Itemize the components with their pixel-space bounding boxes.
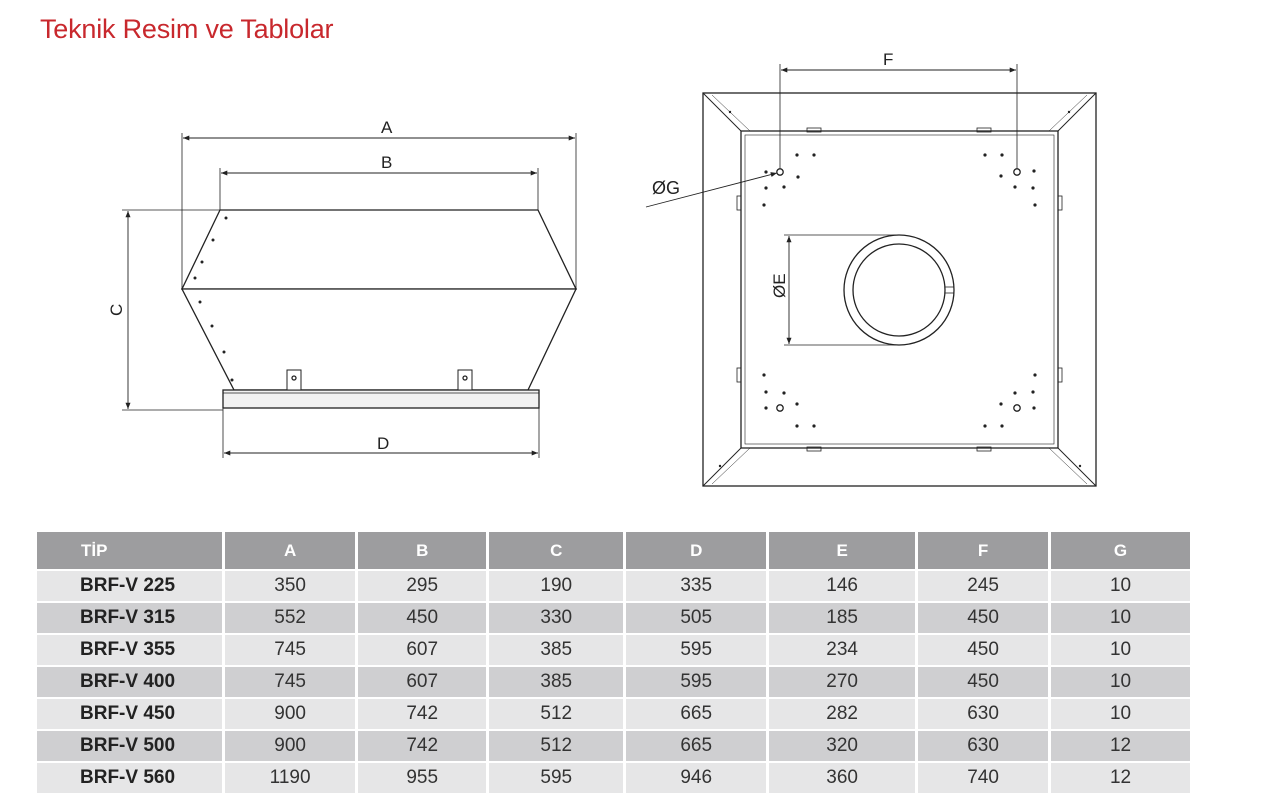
cell-e: 270 — [769, 667, 916, 697]
table-row: BRF-V 355 745 607 385 595 234 450 10 — [37, 635, 1190, 665]
header-tip: TİP — [37, 532, 223, 569]
cell-d: 665 — [626, 731, 767, 761]
cell-g: 10 — [1051, 635, 1190, 665]
table-row: BRF-V 315 552 450 330 505 185 450 10 — [37, 603, 1190, 633]
cell-tip: BRF-V 450 — [37, 699, 223, 729]
cell-e: 320 — [769, 731, 916, 761]
cell-g: 10 — [1051, 667, 1190, 697]
cell-d: 595 — [626, 667, 767, 697]
cell-e: 185 — [769, 603, 916, 633]
cell-g: 10 — [1051, 603, 1190, 633]
cell-a: 350 — [225, 571, 356, 601]
cell-e: 234 — [769, 635, 916, 665]
header-g: G — [1051, 532, 1190, 569]
header-d: D — [626, 532, 767, 569]
cell-tip: BRF-V 560 — [37, 763, 223, 793]
cell-f: 740 — [918, 763, 1049, 793]
cell-f: 450 — [918, 667, 1049, 697]
cell-b: 742 — [358, 731, 487, 761]
cell-a: 552 — [225, 603, 356, 633]
cell-d: 505 — [626, 603, 767, 633]
cell-tip: BRF-V 355 — [37, 635, 223, 665]
cell-a: 745 — [225, 635, 356, 665]
specifications-table: TİP A B C D E F G BRF-V 225 350 295 190 … — [34, 530, 1193, 795]
cell-b: 450 — [358, 603, 487, 633]
cell-tip: BRF-V 315 — [37, 603, 223, 633]
header-c: C — [489, 532, 624, 569]
cell-tip: BRF-V 225 — [37, 571, 223, 601]
table-row: BRF-V 225 350 295 190 335 146 245 10 — [37, 571, 1190, 601]
table-row: BRF-V 400 745 607 385 595 270 450 10 — [37, 667, 1190, 697]
cell-c: 190 — [489, 571, 624, 601]
cell-f: 245 — [918, 571, 1049, 601]
cell-b: 742 — [358, 699, 487, 729]
top-view — [645, 64, 1097, 487]
cell-f: 630 — [918, 731, 1049, 761]
cell-c: 512 — [489, 731, 624, 761]
cell-b: 955 — [358, 763, 487, 793]
label-d: D — [377, 434, 389, 453]
cell-c: 512 — [489, 699, 624, 729]
label-b: B — [381, 153, 392, 172]
header-b: B — [358, 532, 487, 569]
header-e: E — [769, 532, 916, 569]
cell-c: 385 — [489, 635, 624, 665]
table-row: BRF-V 450 900 742 512 665 282 630 10 — [37, 699, 1190, 729]
table-header-row: TİP A B C D E F G — [37, 532, 1190, 569]
cell-d: 335 — [626, 571, 767, 601]
side-view — [122, 133, 578, 458]
page-title: Teknik Resim ve Tablolar — [40, 14, 334, 44]
header-a: A — [225, 532, 356, 569]
label-c: C — [107, 304, 126, 316]
cell-tip: BRF-V 500 — [37, 731, 223, 761]
cell-f: 450 — [918, 635, 1049, 665]
table-row: BRF-V 560 1190 955 595 946 360 740 12 — [37, 763, 1190, 793]
cell-f: 450 — [918, 603, 1049, 633]
cell-a: 900 — [225, 699, 356, 729]
technical-drawing: A B C D — [107, 50, 1097, 487]
label-e: ØE — [770, 273, 789, 298]
cell-tip: BRF-V 400 — [37, 667, 223, 697]
cell-d: 946 — [626, 763, 767, 793]
cell-e: 360 — [769, 763, 916, 793]
cell-g: 10 — [1051, 699, 1190, 729]
label-f: F — [883, 50, 893, 69]
cell-c: 330 — [489, 603, 624, 633]
table-row: BRF-V 500 900 742 512 665 320 630 12 — [37, 731, 1190, 761]
label-a: A — [381, 118, 393, 137]
cell-c: 595 — [489, 763, 624, 793]
cell-g: 10 — [1051, 571, 1190, 601]
label-g: ØG — [652, 178, 680, 198]
cell-d: 595 — [626, 635, 767, 665]
cell-d: 665 — [626, 699, 767, 729]
cell-b: 295 — [358, 571, 487, 601]
cell-b: 607 — [358, 635, 487, 665]
cell-e: 146 — [769, 571, 916, 601]
header-f: F — [918, 532, 1049, 569]
top-view-dots — [718, 110, 1082, 468]
cell-f: 630 — [918, 699, 1049, 729]
cell-a: 900 — [225, 731, 356, 761]
cell-g: 12 — [1051, 731, 1190, 761]
cell-b: 607 — [358, 667, 487, 697]
cell-a: 745 — [225, 667, 356, 697]
cell-a: 1190 — [225, 763, 356, 793]
cell-c: 385 — [489, 667, 624, 697]
cell-g: 12 — [1051, 763, 1190, 793]
cell-e: 282 — [769, 699, 916, 729]
